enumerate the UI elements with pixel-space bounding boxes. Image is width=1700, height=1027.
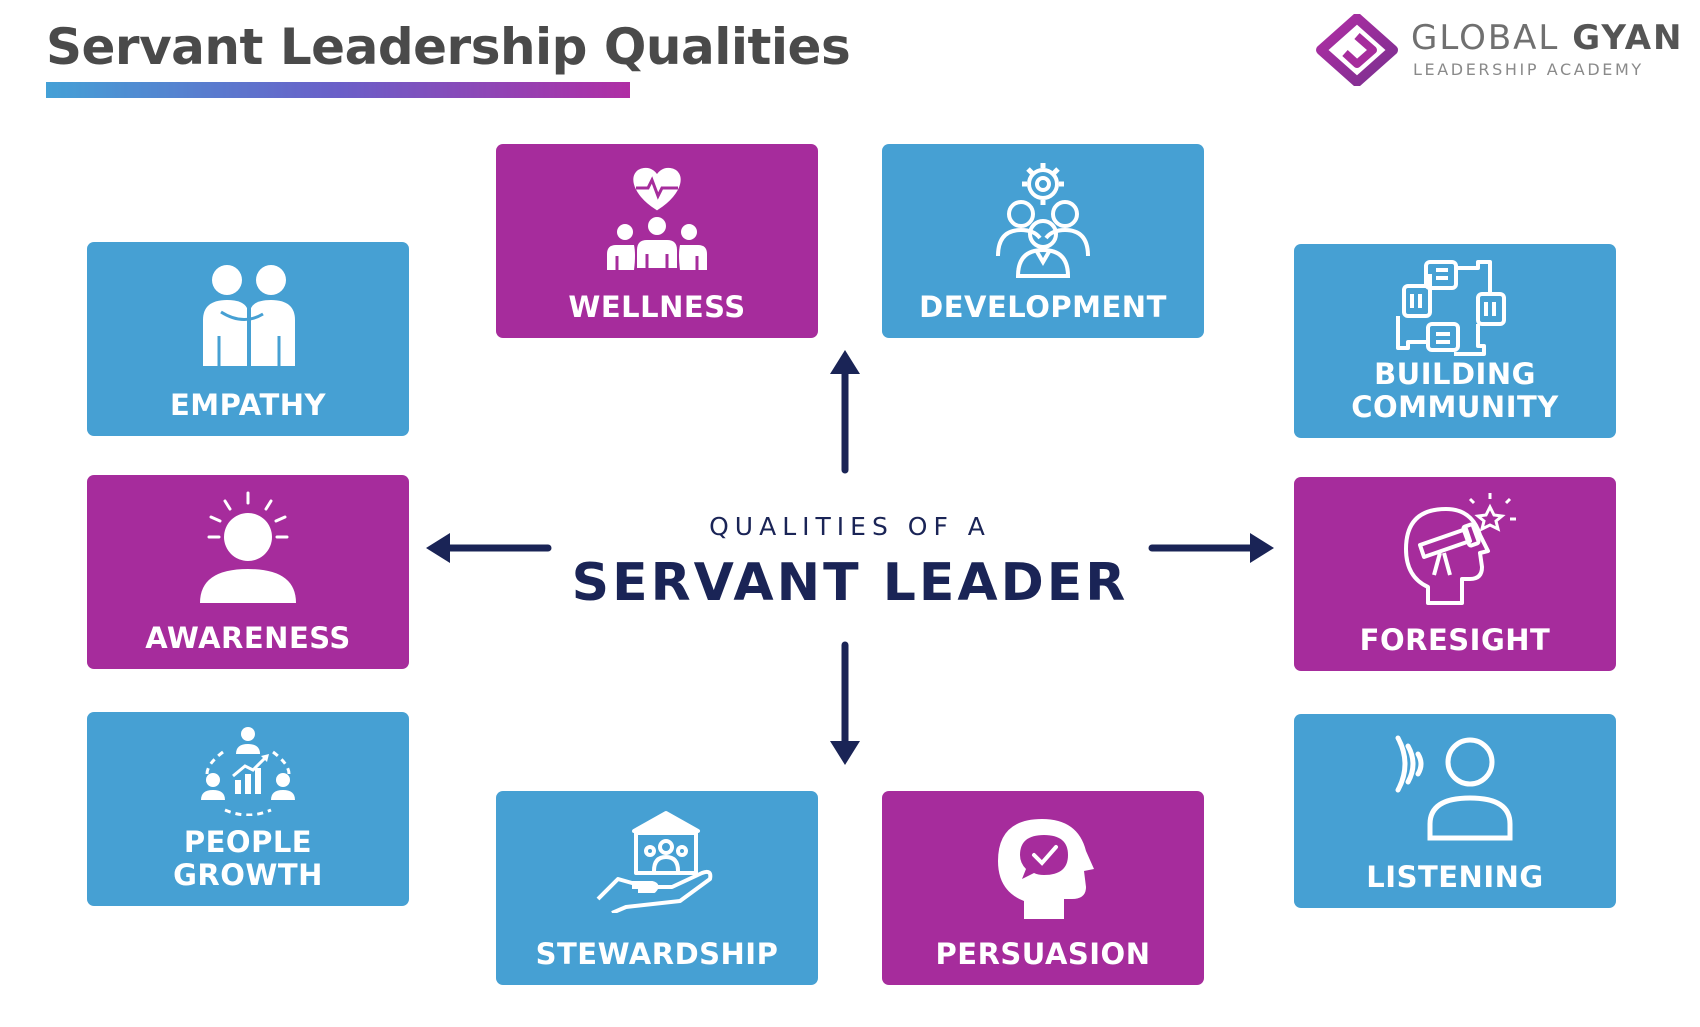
title-underline (46, 82, 630, 98)
card-label-awareness: AWARENESS (145, 621, 351, 655)
awareness-person-icon (200, 491, 296, 603)
stewardship-hand-building-icon (596, 811, 713, 913)
people-growth-icon (201, 727, 295, 816)
listening-person-icon (1395, 735, 1513, 841)
card-label-wellness: WELLNESS (568, 290, 746, 324)
wellness-heart-people-icon (607, 167, 707, 270)
card-label-persuasion: PERSUASION (935, 937, 1151, 971)
card-building-community: BUILDING COMMUNITY (1294, 244, 1616, 438)
card-listening: LISTENING (1294, 714, 1616, 908)
center-title: SERVANT LEADER (571, 553, 1129, 613)
card-label-development: DEVELOPMENT (919, 290, 1167, 324)
brand-name: GLOBAL GYAN (1411, 18, 1684, 58)
brand-tagline: LEADERSHIP ACADEMY (1413, 60, 1644, 79)
card-label-people-growth: PEOPLE GROWTH (173, 825, 323, 892)
card-label-empathy: EMPATHY (169, 388, 326, 422)
building-community-hands-icon (1396, 260, 1506, 356)
empathy-people-icon (203, 265, 295, 366)
card-label-foresight: FORESIGHT (1359, 623, 1551, 657)
card-foresight: FORESIGHT (1294, 477, 1616, 671)
card-wellness: WELLNESS (496, 144, 818, 338)
page-title: Servant Leadership Qualities (46, 18, 851, 76)
card-label-building-community: BUILDING COMMUNITY (1351, 357, 1559, 424)
card-empathy: EMPATHY (87, 242, 409, 436)
foresight-telescope-head-icon (1404, 493, 1516, 605)
card-stewardship: STEWARDSHIP (496, 791, 818, 985)
card-development: DEVELOPMENT (882, 144, 1204, 338)
brand-logo: GLOBAL GYAN LEADERSHIP ACADEMY (1315, 14, 1695, 86)
card-label-listening: LISTENING (1366, 860, 1544, 894)
persuasion-head-check-icon (998, 819, 1094, 919)
card-label-stewardship: STEWARDSHIP (535, 937, 779, 971)
center-subtitle: QUALITIES OF A (709, 512, 991, 541)
diamond-logo-icon (1316, 14, 1398, 86)
card-persuasion: PERSUASION (882, 791, 1204, 985)
card-awareness: AWARENESS (87, 475, 409, 669)
card-people-growth: PEOPLE GROWTH (87, 712, 409, 906)
development-gear-team-icon (996, 163, 1090, 278)
